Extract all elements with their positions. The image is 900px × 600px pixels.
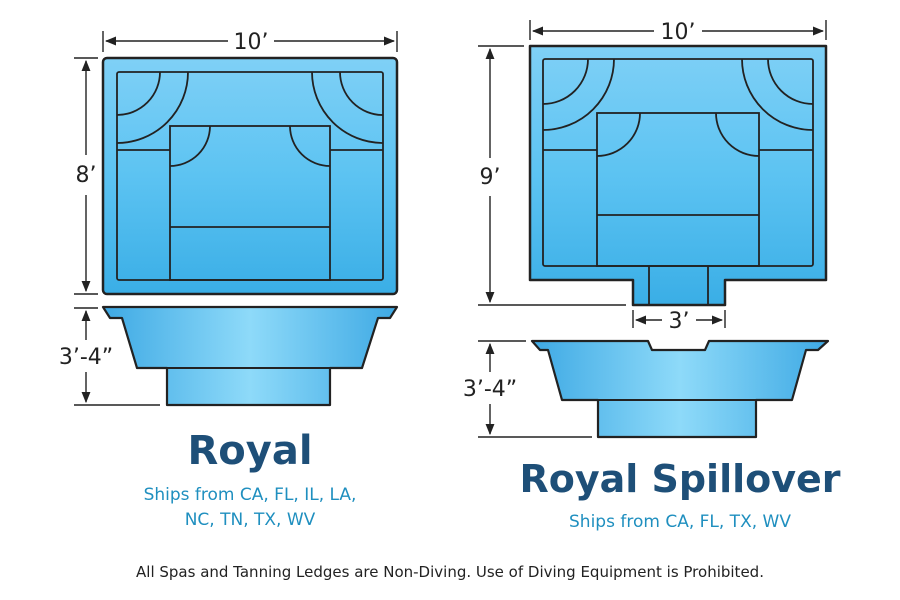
royal-ships-from: Ships from CA, FL, IL, LA, NC, TN, TX, W…: [100, 483, 400, 533]
royal-spillover-width-label: 10’: [661, 20, 696, 45]
royal-length-label: 8’: [76, 163, 97, 188]
royal-spillover-length-label: 9’: [480, 165, 501, 190]
royal-ships-line-1: Ships from CA, FL, IL, LA,: [143, 485, 357, 505]
royal-spillover-width-dimension: [529, 20, 827, 40]
royal-spillover-title: Royal Spillover: [519, 457, 841, 501]
royal-length-dimension: [74, 57, 98, 295]
royal-spillover-ships-line-1: Ships from CA, FL, TX, WV: [569, 512, 791, 532]
royal-spillover-depth-dimension: [478, 340, 592, 438]
royal-spillover-depth-label: 3’-4”: [463, 377, 517, 402]
royal-top-view: [101, 56, 399, 296]
royal-spillover-spillway-dimension: [632, 310, 726, 328]
royal-spillover-side-view: [530, 339, 830, 439]
royal-side-view: [101, 305, 399, 407]
royal-spillover-ships-from: Ships from CA, FL, TX, WV: [520, 510, 840, 535]
royal-depth-dimension: [74, 307, 160, 406]
royal-width-dimension: [102, 31, 398, 52]
royal-title: Royal: [187, 428, 313, 474]
non-diving-disclaimer: All Spas and Tanning Ledges are Non-Divi…: [136, 563, 764, 581]
royal-spillover-top-view: [528, 44, 828, 307]
royal-spillover-spillway-label: 3’: [669, 309, 690, 334]
royal-depth-label: 3’-4”: [59, 345, 113, 370]
royal-spillover-length-dimension: [478, 45, 626, 306]
royal-ships-line-2: NC, TN, TX, WV: [184, 510, 316, 530]
royal-width-label: 10’: [234, 30, 269, 55]
